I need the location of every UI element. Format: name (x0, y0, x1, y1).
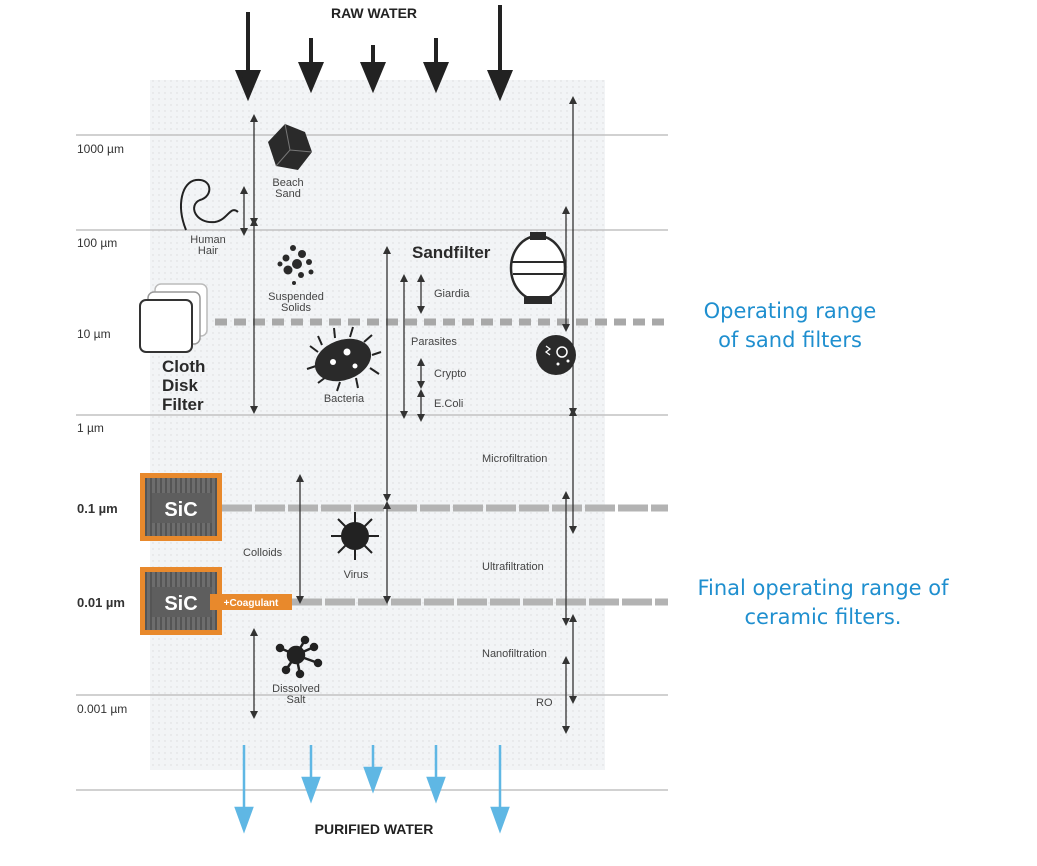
dissolved-salt-label-line2: Salt (287, 694, 306, 706)
diagram-texture (150, 80, 605, 770)
microbe-disc-icon (536, 335, 576, 375)
sand-filter-range-note-line1: Operating range (703, 299, 877, 323)
human-hair-icon (180, 178, 239, 231)
dissolved-salt-label-line1: Dissolved (272, 683, 320, 695)
coagulant-tag (210, 594, 292, 610)
parasites-label: Parasites (411, 336, 457, 348)
crypto-label: Crypto (434, 368, 466, 380)
ceramic-range-note-line1: Final operating range of (697, 576, 949, 600)
sand-filter-range-note: Operating range of sand filters (660, 297, 920, 355)
ceramic-range-note: Final operating range of ceramic filters… (668, 574, 978, 632)
cloth-disk-label-line1: Cloth (162, 357, 205, 376)
cloth-disk-label-line2: Disk (162, 376, 198, 395)
suspended-solids-label-line2: Solids (281, 302, 311, 314)
microfiltration-label: Microfiltration (482, 453, 547, 465)
cloth-disk-filter-icon (139, 283, 208, 353)
virus-icon (331, 512, 379, 560)
human-hair-label-line1: Human (190, 234, 225, 246)
tick-1000um: 1000 µm (77, 142, 124, 156)
cloth-disk-label-line3: Filter (162, 395, 204, 414)
tick-1um: 1 µm (77, 421, 104, 435)
sic-filter-0-1um (140, 473, 222, 541)
tick-0-1um: 0.1 µm (77, 501, 118, 516)
tick-10um: 10 µm (77, 327, 111, 341)
tick-0-001um: 0.001 µm (77, 702, 127, 716)
raw-water-label: RAW WATER (331, 5, 417, 21)
ro-label: RO (536, 697, 553, 709)
suspended-solids-icon (277, 245, 314, 285)
bacteria-label: Bacteria (324, 393, 365, 405)
beach-sand-label-line1: Beach (272, 177, 303, 189)
human-hair-label-line2: Hair (198, 245, 219, 257)
bacteria-icon (306, 326, 382, 392)
ceramic-range-note-line2: ceramic filters. (744, 605, 902, 629)
sic-label-0-1um: SiC (164, 499, 197, 521)
dissolved-salt-icon (275, 635, 323, 679)
sandfilter-label: Sandfilter (412, 243, 491, 262)
ecoli-label: E.Coli (434, 398, 463, 410)
purified-water-arrows (234, 745, 510, 834)
beach-sand-label-line2: Sand (275, 188, 301, 200)
sand-filter-range-note-line2: of sand filters (718, 328, 862, 352)
suspended-solids-label-line1: Suspended (268, 291, 324, 303)
beach-sand-icon (268, 123, 313, 170)
purified-water-label: PURIFIED WATER (315, 821, 434, 837)
colloids-label: Colloids (243, 547, 283, 559)
coagulant-label: +Coagulant (224, 598, 279, 609)
sandfilter-tank-icon (509, 232, 567, 304)
tick-100um: 100 µm (77, 236, 117, 250)
sic-filter-0-01um (140, 567, 222, 635)
ultrafiltration-label: Ultrafiltration (482, 561, 544, 573)
virus-label: Virus (344, 569, 369, 581)
raw-water-arrows (235, 5, 513, 102)
sic-label-0-01um: SiC (164, 593, 197, 615)
giardia-label: Giardia (434, 288, 470, 300)
tick-0-01um: 0.01 µm (77, 595, 125, 610)
nanofiltration-label: Nanofiltration (482, 648, 547, 660)
